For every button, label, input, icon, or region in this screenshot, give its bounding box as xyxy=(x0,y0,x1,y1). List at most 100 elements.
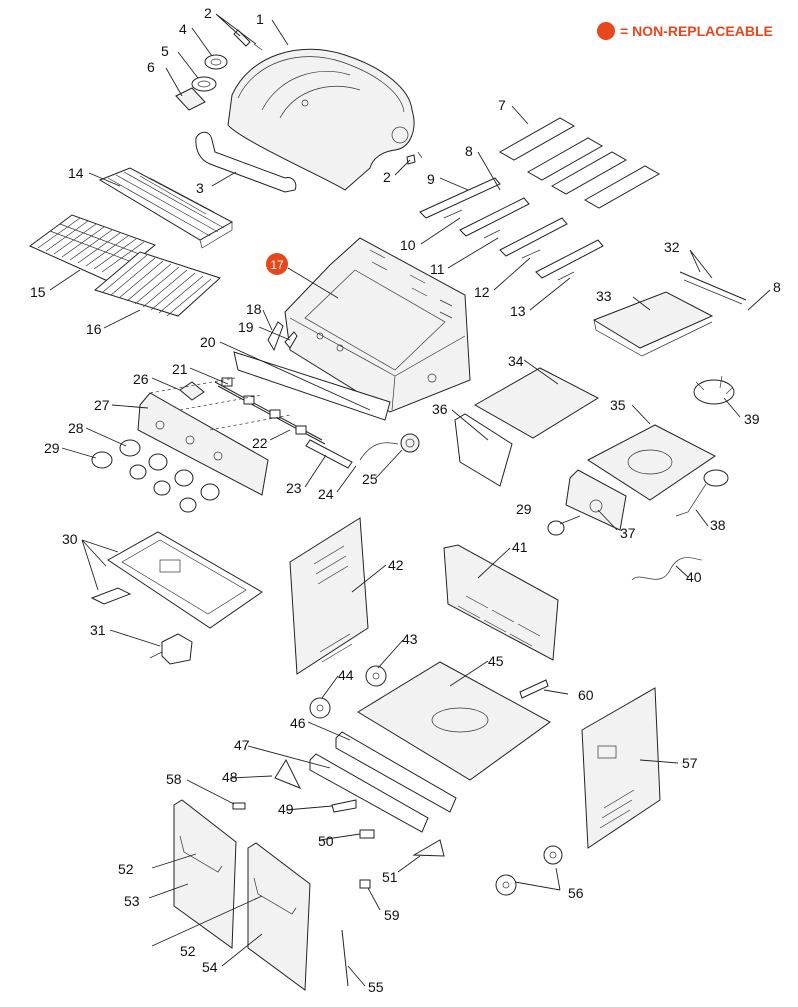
part-doors xyxy=(173,799,311,991)
callout-29: 29 xyxy=(44,440,60,456)
part-60 xyxy=(519,679,549,699)
callout-18: 18 xyxy=(246,301,262,317)
callout-8: 8 xyxy=(465,143,473,159)
callout-52: 52 xyxy=(180,943,196,959)
part-firebox xyxy=(284,237,471,413)
callout-2: 2 xyxy=(383,169,391,185)
callout-40: 40 xyxy=(686,569,702,585)
part-wire-40 xyxy=(631,557,703,581)
part-clip-50 xyxy=(359,829,375,839)
part-bracket-19 xyxy=(284,331,298,349)
callout-14: 14 xyxy=(68,165,84,181)
callout-48: 48 xyxy=(222,769,238,785)
callout-33: 33 xyxy=(596,288,612,304)
callout-55: 55 xyxy=(368,979,384,995)
callout-58: 58 xyxy=(166,771,182,787)
callout-4: 4 xyxy=(179,21,187,37)
callout-29: 29 xyxy=(516,501,532,517)
part-latch-49 xyxy=(331,799,357,813)
callout-57: 57 xyxy=(682,755,698,771)
part-bracket-51 xyxy=(412,839,445,857)
part-side-burner-housing xyxy=(587,424,716,501)
callout-47: 47 xyxy=(234,737,250,753)
parts-drawings xyxy=(29,29,747,991)
part-burners xyxy=(419,177,604,281)
callout-17-non-replaceable: 17 xyxy=(266,253,288,275)
part-back-panel xyxy=(443,544,559,661)
part-right-cabinet-panel xyxy=(581,687,661,849)
callout-11: 11 xyxy=(430,261,445,277)
part-side-shelf xyxy=(592,291,714,349)
part-warming-rack xyxy=(98,167,234,249)
legend: = NON-REPLACEABLE xyxy=(597,22,773,40)
part-casters-rear xyxy=(495,845,563,896)
callout-3: 3 xyxy=(196,180,204,196)
callout-5: 5 xyxy=(161,43,169,59)
part-lid xyxy=(227,48,415,191)
part-side-burner xyxy=(703,469,729,487)
part-control-panel xyxy=(137,377,291,496)
callout-2: 2 xyxy=(204,5,212,21)
callout-43: 43 xyxy=(402,631,418,647)
callout-12: 12 xyxy=(474,284,490,300)
callout-44: 44 xyxy=(338,667,354,683)
part-rail-47 xyxy=(309,753,429,833)
callout-26: 26 xyxy=(133,371,149,387)
callout-23: 23 xyxy=(286,480,302,496)
leader-lines xyxy=(49,13,771,987)
callout-54: 54 xyxy=(202,959,218,975)
callout-10: 10 xyxy=(400,237,416,253)
part-flame-tamers xyxy=(498,117,661,209)
callout-21: 21 xyxy=(172,361,188,377)
part-logo-plate xyxy=(175,87,206,111)
callout-13: 13 xyxy=(510,303,526,319)
callout-36: 36 xyxy=(432,401,448,417)
part-side-insert xyxy=(454,413,513,487)
callout-41: 41 xyxy=(512,539,528,555)
callout-28: 28 xyxy=(68,420,84,436)
part-drip-tray xyxy=(90,531,263,629)
part-hinge-rod xyxy=(341,929,349,987)
callout-22: 22 xyxy=(252,435,268,451)
callout-38: 38 xyxy=(710,517,726,533)
callout-17: 17 xyxy=(270,258,284,272)
callout-52: 52 xyxy=(118,861,134,877)
callout-19: 19 xyxy=(238,319,254,335)
callout-51: 51 xyxy=(382,869,398,885)
part-lid-handle xyxy=(195,131,297,193)
callout-6: 6 xyxy=(147,59,155,75)
callout-25: 25 xyxy=(362,471,378,487)
part-knobs xyxy=(91,439,565,536)
callout-1: 1 xyxy=(256,11,264,27)
callout-27: 27 xyxy=(94,397,110,413)
part-59 xyxy=(359,879,371,889)
part-left-cabinet-panel xyxy=(289,517,369,675)
part-manifold xyxy=(214,377,326,445)
part-bracket-18 xyxy=(267,321,284,352)
callout-39: 39 xyxy=(744,411,760,427)
callout-30: 30 xyxy=(62,531,78,547)
callout-34: 34 xyxy=(508,353,524,369)
part-bezel xyxy=(204,54,228,70)
callout-15: 15 xyxy=(30,284,46,300)
part-igniter-wire xyxy=(359,442,399,461)
callout-42: 42 xyxy=(388,557,404,573)
callout-50: 50 xyxy=(318,833,334,849)
non-replaceable-marker-icon xyxy=(597,22,615,40)
part-rail-46 xyxy=(335,731,457,813)
callout-20: 20 xyxy=(200,334,216,350)
callout-35: 35 xyxy=(610,397,626,413)
callout-49: 49 xyxy=(278,801,294,817)
part-58 xyxy=(232,802,246,810)
callout-59: 59 xyxy=(384,907,400,923)
part-heat-shield xyxy=(233,351,391,421)
part-casters-front xyxy=(309,665,387,719)
callout-53: 53 xyxy=(124,893,140,909)
legend-text: = NON-REPLACEABLE xyxy=(620,23,773,39)
callout-9: 9 xyxy=(427,171,435,187)
callout-labels: 1 2 2 3 4 5 6 7 8 8 9 10 11 12 13 14 15 … xyxy=(30,5,781,995)
part-igniter xyxy=(400,433,420,453)
non-replaceable-marker-icon xyxy=(266,253,288,275)
part-rods xyxy=(679,271,747,301)
